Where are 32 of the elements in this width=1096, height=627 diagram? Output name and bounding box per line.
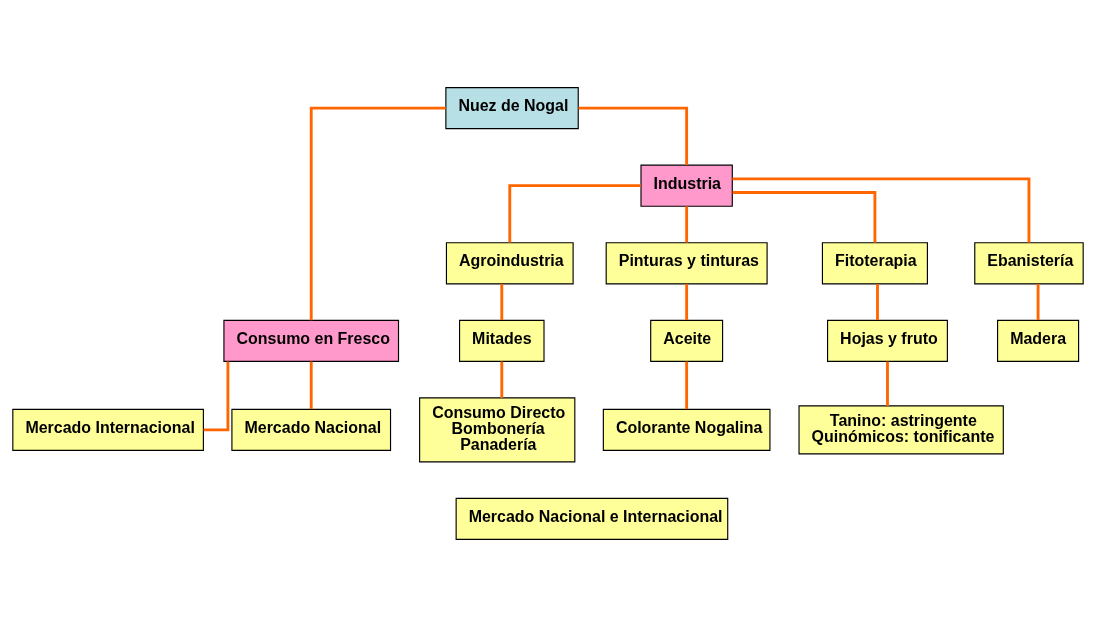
connector — [1036, 284, 1040, 321]
node-box: Agroindustria — [445, 242, 574, 285]
connector — [876, 284, 879, 321]
connector — [500, 284, 504, 321]
node-box: Pinturas y tinturas — [605, 242, 768, 285]
connector — [685, 361, 689, 410]
connector — [203, 361, 230, 432]
connector — [309, 106, 446, 321]
node-box: Fitoterapia — [821, 242, 928, 285]
node-box: Mercado Nacional e Internacional — [455, 497, 729, 540]
node-box: Consumo Directo Bombonería Panadería — [419, 397, 576, 463]
node-box: Industria — [640, 164, 733, 207]
node-box: Ebanistería — [974, 242, 1084, 285]
connector — [578, 106, 689, 165]
node-box: Mercado Internacional — [12, 408, 204, 451]
connector — [500, 361, 504, 398]
connector — [508, 184, 641, 243]
connector — [309, 361, 313, 410]
node-box: Mitades — [459, 319, 545, 362]
node-box: Mercado Nacional — [231, 408, 392, 451]
node-box: Aceite — [650, 319, 724, 362]
node-box: Tanino: astringente Quinómicos: tonificante — [798, 405, 1004, 455]
connector — [685, 206, 689, 243]
connector — [886, 361, 889, 406]
connector — [685, 284, 689, 321]
node-box: Consumo en Fresco — [223, 319, 400, 362]
connector — [732, 191, 877, 243]
node-box: Colorante Nogalina — [602, 408, 771, 451]
connector — [732, 177, 1031, 243]
node-box: Madera — [997, 319, 1080, 362]
node-box: Hojas y fruto — [827, 319, 948, 362]
node-box: Nuez de Nogal — [445, 87, 579, 130]
